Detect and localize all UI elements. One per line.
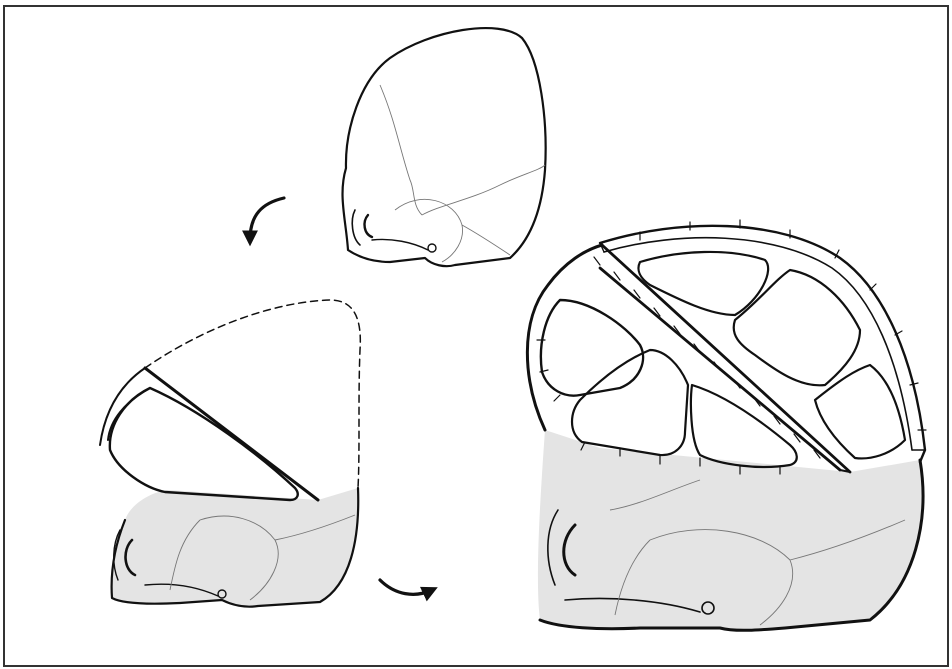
arrow-1 <box>250 198 284 240</box>
preop-skull <box>343 28 546 266</box>
osteotomy-plan <box>100 300 360 607</box>
reconstructed-skull <box>527 220 926 630</box>
arrow-2 <box>380 580 432 594</box>
